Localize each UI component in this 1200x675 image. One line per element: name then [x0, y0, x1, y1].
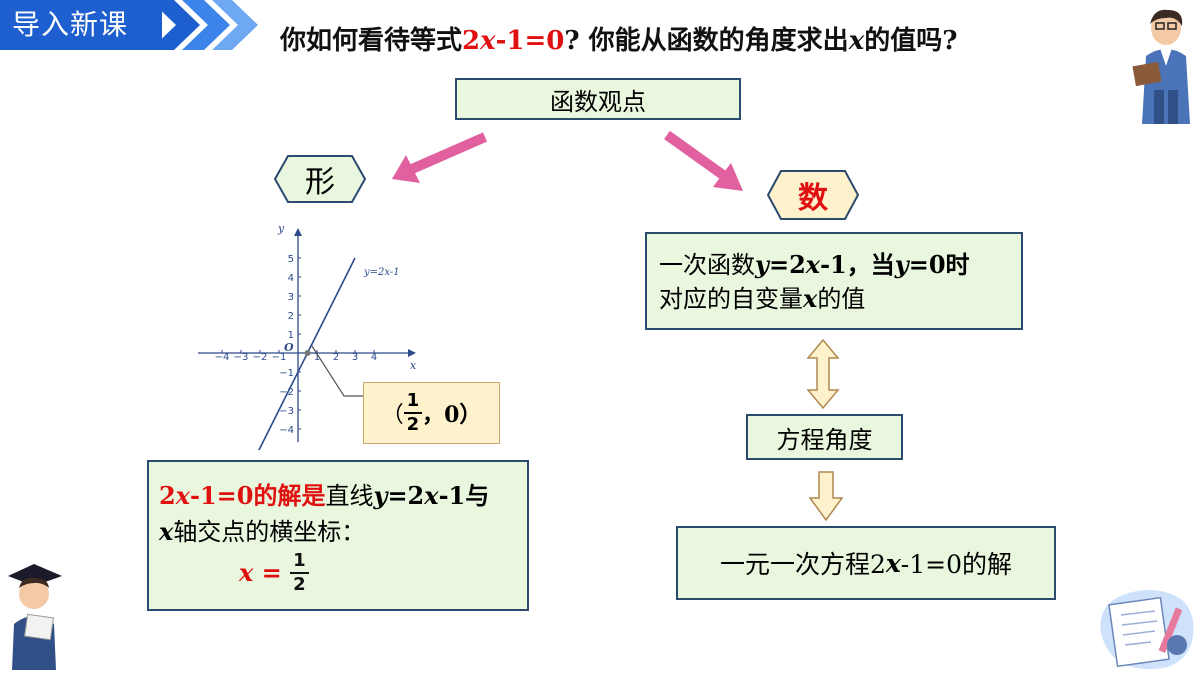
origin-label: O	[284, 341, 294, 354]
question-part: ? 你能从函数的角度求出	[564, 26, 849, 56]
numerator: 1	[403, 392, 423, 414]
text: 一次函数	[659, 251, 755, 279]
number-label: 数	[798, 181, 828, 216]
numerator: 1	[290, 552, 309, 574]
variable: x	[424, 481, 439, 510]
variable: x	[159, 517, 174, 546]
x-tick-label: −4	[215, 352, 230, 363]
conclusion-line-2: x轴交点的横坐标：	[159, 514, 527, 550]
x-tick-label: −1	[272, 352, 287, 363]
text: -1=0的解	[900, 550, 1013, 579]
text: =2	[387, 481, 425, 510]
function-line-2: 对应的自变量x的值	[659, 282, 1021, 316]
variable: x	[239, 558, 254, 587]
variable: x	[805, 250, 821, 279]
x-tick-label: 1	[314, 352, 320, 363]
x-tick-label: −3	[234, 352, 249, 363]
fraction: 1 2	[403, 392, 423, 435]
point-callout-box: （ 1 2 ，0）	[363, 382, 500, 444]
function-line-1: 一次函数y=2x-1，当y=0时	[659, 248, 1021, 282]
variable: y	[373, 481, 388, 510]
y-tick-label: 5	[288, 254, 294, 265]
y-tick-label: −3	[279, 406, 294, 417]
text: 的值	[817, 285, 866, 313]
fraction: 1 2	[290, 552, 309, 594]
denominator: 2	[406, 414, 420, 435]
y-tick-label: 4	[288, 273, 294, 284]
question-equation: 2x-1=0	[462, 26, 564, 56]
shape-hexagon: 形	[274, 155, 366, 203]
question-text: 你如何看待等式2x-1=0? 你能从函数的角度求出x的值吗?	[280, 20, 957, 57]
double-arrow-icon	[806, 338, 840, 410]
text: =0时	[908, 250, 970, 279]
text: -1，当	[820, 250, 895, 279]
function-line	[258, 257, 356, 450]
section-tag: 导入新课	[0, 0, 162, 50]
math-notebook-icon	[1100, 589, 1194, 670]
eq-variable: x	[480, 26, 496, 56]
text: 一元一次方程2	[719, 550, 886, 579]
question-part: 你如何看待等式	[280, 26, 463, 56]
x-tick-label: 3	[352, 352, 358, 363]
text: 对应的自变量	[659, 285, 803, 313]
number-hexagon: 数	[767, 170, 859, 220]
x-tick-label: −2	[253, 352, 268, 363]
arrow-left-down-icon	[392, 132, 488, 183]
down-arrow-icon	[808, 471, 844, 522]
variable: x	[885, 548, 901, 578]
y-tick-label: −4	[279, 425, 294, 436]
y-tick-label: 1	[288, 330, 294, 341]
y-axis-label: y	[277, 222, 285, 235]
point-rest: ，0）	[422, 402, 482, 428]
x-axis-arrow-icon	[408, 349, 416, 357]
paren: （	[381, 403, 404, 428]
text: -1=0的解是	[190, 481, 326, 510]
conclusion-box: 2x-1=0的解是直线y=2x-1与 x轴交点的横坐标： x = 1 2	[147, 460, 529, 611]
y-axis-arrow-icon	[294, 228, 302, 236]
x-axis-label: x	[410, 359, 417, 372]
text: -1与	[438, 481, 490, 510]
question-variable: x	[848, 26, 865, 56]
function-line-label: y=2x-1	[363, 267, 400, 278]
eq-digit: 2	[462, 26, 481, 56]
chevron-decoration-icon	[150, 0, 258, 50]
variable: y	[755, 250, 769, 279]
x-tick-label: 2	[333, 352, 339, 363]
callout-line	[311, 345, 364, 397]
y-tick-label: 2	[288, 311, 294, 322]
y-tick-label: −1	[279, 368, 294, 379]
equation-viewpoint-box: 方程角度	[746, 414, 903, 460]
arrow-right-down-icon	[664, 130, 743, 191]
eq-rest: -1=0	[495, 26, 565, 56]
function-viewpoint-box: 函数观点	[455, 78, 741, 120]
linear-function-box: 一次函数y=2x-1，当y=0时 对应的自变量x的值	[645, 232, 1023, 330]
text: 轴交点的横坐标：	[173, 518, 366, 546]
variable: x	[175, 481, 191, 510]
student-avatar-icon	[8, 564, 62, 670]
equals: =	[253, 558, 291, 587]
variable: x	[803, 284, 818, 313]
conclusion-line-1: 2x-1=0的解是直线y=2x-1与	[159, 478, 527, 514]
x-tick-label: 4	[371, 352, 377, 363]
y-tick-label: 3	[288, 292, 294, 303]
question-part: 的值吗?	[864, 26, 958, 56]
text: =2	[768, 250, 806, 279]
text: 2	[159, 481, 176, 510]
denominator: 2	[293, 574, 306, 595]
shape-label: 形	[305, 165, 335, 200]
intersection-point	[304, 350, 311, 356]
text: 直线	[325, 482, 374, 510]
function-viewpoint-label: 函数观点	[550, 87, 646, 116]
teacher-avatar-icon	[1132, 9, 1190, 124]
conclusion-line-3: x = 1 2	[159, 552, 527, 594]
equation-viewpoint-label: 方程角度	[776, 425, 873, 454]
y-tick-label: −2	[279, 387, 294, 398]
variable: y	[894, 250, 909, 279]
